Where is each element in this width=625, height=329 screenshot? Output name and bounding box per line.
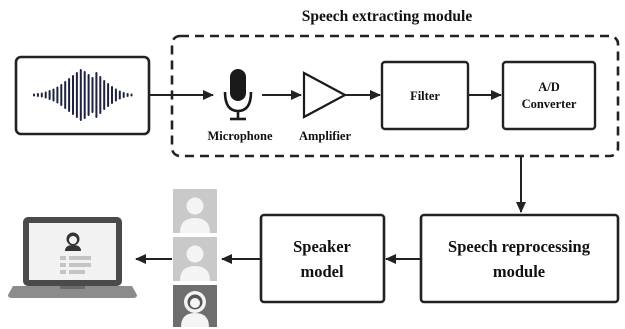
waveform-bar [114, 88, 117, 102]
waveform-bar [48, 90, 51, 100]
speaker-model-label-line1: Speaker [293, 237, 351, 256]
waveform-bar [103, 80, 106, 110]
ad-converter-box [501, 60, 597, 131]
laptop-profile-icon [8, 217, 137, 298]
waveform-bar [99, 76, 102, 114]
ad-converter-label-line1: A/D [538, 80, 560, 94]
waveform-bar [95, 72, 98, 118]
waveform-bar [75, 72, 78, 118]
waveform-bar [33, 93, 35, 97]
waveform-bar [52, 88, 55, 102]
filter-label: Filter [410, 89, 440, 103]
user-silhouette-icon [173, 237, 217, 281]
waveform-bar [79, 69, 82, 121]
sound-waveform-icon [33, 69, 133, 121]
speech-reprocessing-label-line1: Speech reprocessing [448, 237, 591, 256]
waveform-bar [44, 91, 47, 99]
speech-reprocessing-box [419, 213, 620, 304]
waveform-bar [118, 90, 121, 100]
user-avatar-icon [173, 285, 217, 327]
microphone-icon [223, 69, 253, 121]
speaker-model-label-line2: model [300, 262, 343, 281]
waveform-bar [122, 92, 125, 98]
waveform-bar [83, 71, 86, 119]
waveform-bar [91, 77, 94, 113]
waveform-bar [64, 81, 67, 109]
waveform-box [14, 55, 151, 136]
waveform-bar [126, 93, 129, 97]
waveform-bar [107, 83, 110, 107]
module-title: Speech extracting module [302, 8, 473, 25]
waveform-bar [72, 75, 74, 115]
user-silhouette-icon [173, 189, 217, 233]
waveform-bar [87, 74, 90, 116]
speaker-model-box [259, 213, 386, 304]
waveform-bar [130, 93, 133, 97]
ad-converter-label-line2: Converter [522, 97, 577, 111]
waveform-bar [40, 92, 43, 98]
waveform-bar [60, 84, 63, 106]
speech-reprocessing-label-line2: module [493, 262, 545, 281]
amplifier-label: Amplifier [299, 129, 352, 143]
waveform-bar [36, 93, 39, 97]
waveform-bar [68, 78, 71, 112]
amplifier-triangle-icon [302, 71, 348, 119]
waveform-bar [111, 86, 113, 104]
microphone-label: Microphone [207, 129, 272, 143]
waveform-bar [56, 86, 59, 104]
